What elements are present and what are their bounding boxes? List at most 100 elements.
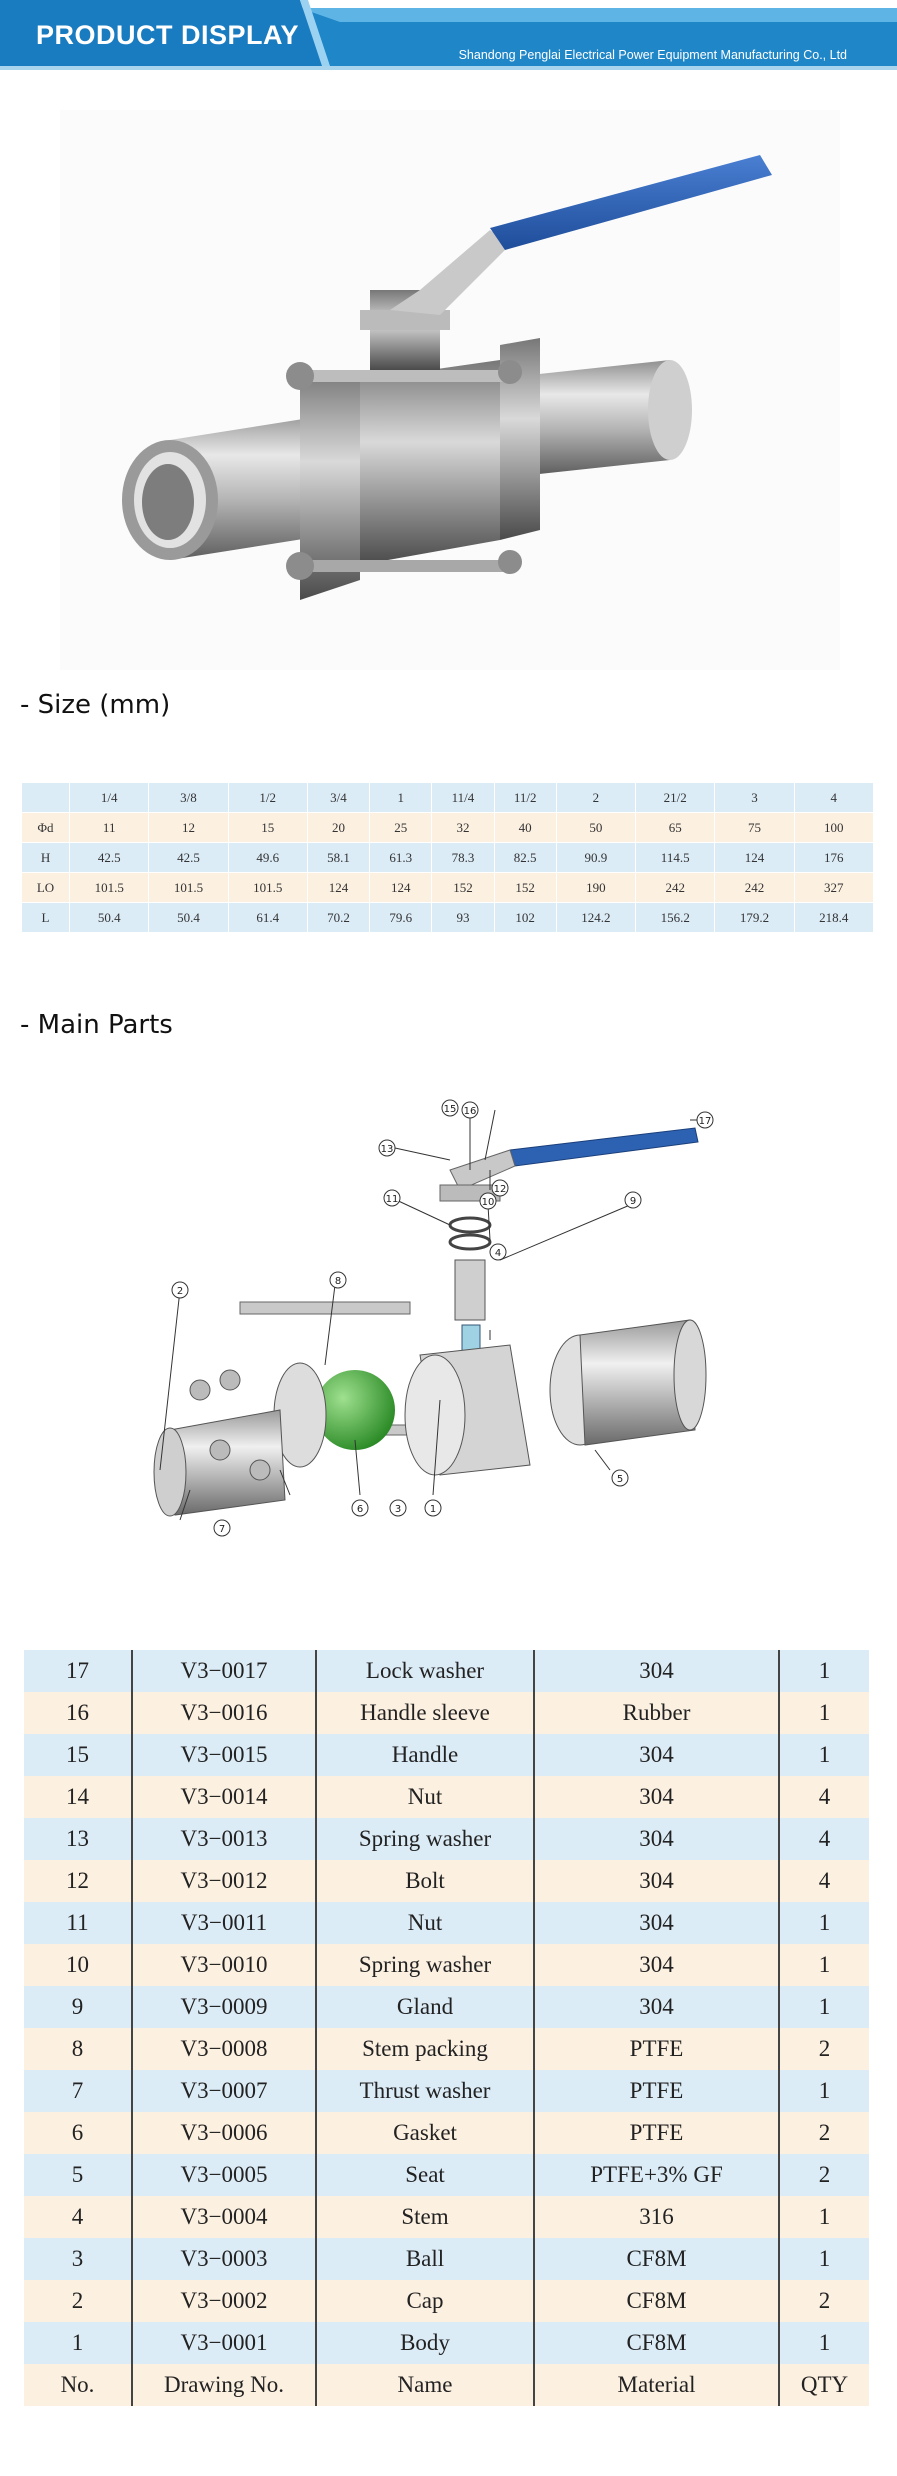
svg-text:7: 7 <box>219 1524 225 1535</box>
svg-text:15: 15 <box>444 1104 457 1115</box>
parts-table-cell: 304 <box>534 1818 780 1860</box>
size-table-cell: 11 <box>69 812 150 843</box>
parts-table-cell: 304 <box>534 1650 780 1692</box>
parts-table-cell: CF8M <box>534 2280 780 2322</box>
parts-table-cell: Seat <box>316 2154 535 2196</box>
size-table-cell: 124 <box>714 842 795 873</box>
size-table-cell: 50.4 <box>69 902 150 933</box>
parts-table-cell: 17 <box>24 1650 133 1692</box>
size-table-cell: 1/4 <box>69 782 150 813</box>
parts-table-cell: V3−0004 <box>132 2196 317 2238</box>
parts-table-cell: 7 <box>24 2070 133 2112</box>
size-table-cell: 242 <box>714 872 795 903</box>
parts-table-cell: 4 <box>779 1776 869 1818</box>
size-table-cell: 124 <box>306 872 371 903</box>
parts-table-cell: 1 <box>779 1650 869 1692</box>
svg-text:1: 1 <box>430 1504 436 1515</box>
parts-table-cell: V3−0005 <box>132 2154 317 2196</box>
callout-9: 9 <box>624 1191 642 1209</box>
svg-text:8: 8 <box>335 1276 341 1287</box>
parts-table-cell: 1 <box>779 2070 869 2112</box>
parts-table-cell: 304 <box>534 1860 780 1902</box>
size-table-cell: 12 <box>148 812 229 843</box>
parts-table-cell: PTFE <box>534 2112 780 2154</box>
size-table-cell: 1 <box>369 782 433 813</box>
svg-text:5: 5 <box>617 1474 623 1485</box>
parts-table-cell: V3−0006 <box>132 2112 317 2154</box>
size-table-cell: 152 <box>431 872 495 903</box>
parts-table-cell: Ball <box>316 2238 535 2280</box>
parts-table-cell: 1 <box>779 1734 869 1776</box>
banner-background <box>0 0 897 70</box>
size-table-cell: 61.3 <box>369 842 433 873</box>
parts-table-cell: 2 <box>779 2154 869 2196</box>
callout-12: 12 <box>491 1179 509 1197</box>
parts-table-cell: 1 <box>779 1944 869 1986</box>
size-table-cell: 42.5 <box>148 842 229 873</box>
size-table-cell: 101.5 <box>227 872 308 903</box>
parts-table-cell: 304 <box>534 1944 780 1986</box>
parts-table-cell: Cap <box>316 2280 535 2322</box>
parts-table-cell: V3−0016 <box>132 1692 317 1734</box>
parts-table-cell: 4 <box>779 1818 869 1860</box>
parts-table-header-cell: Material <box>534 2364 780 2406</box>
callout-10: 10 <box>479 1192 497 1210</box>
parts-table-cell: Gasket <box>316 2112 535 2154</box>
parts-table-cell: Spring washer <box>316 1944 535 1986</box>
parts-table-header-cell: QTY <box>779 2364 869 2406</box>
svg-text:6: 6 <box>357 1504 363 1515</box>
size-table-cell: 242 <box>635 872 716 903</box>
parts-table-cell: 1 <box>779 1902 869 1944</box>
parts-table-cell: 1 <box>779 2322 869 2364</box>
size-table-cell: 101.5 <box>69 872 150 903</box>
parts-table-cell: PTFE+3% GF <box>534 2154 780 2196</box>
svg-text:17: 17 <box>699 1116 712 1127</box>
parts-table-cell: 3 <box>24 2238 133 2280</box>
parts-table-cell: Bolt <box>316 1860 535 1902</box>
parts-table-cell: 304 <box>534 1902 780 1944</box>
callout-7: 7 <box>213 1519 231 1537</box>
size-table-cell: 190 <box>555 872 637 903</box>
parts-table-cell: 4 <box>779 1860 869 1902</box>
parts-table-cell: 9 <box>24 1986 133 2028</box>
parts-table-cell: 1 <box>24 2322 133 2364</box>
parts-table-cell: V3−0017 <box>132 1650 317 1692</box>
parts-table-cell: Body <box>316 2322 535 2364</box>
ball-valve-photo <box>60 110 840 670</box>
parts-table-cell: Nut <box>316 1902 535 1944</box>
parts-table-cell: 2 <box>779 2280 869 2322</box>
size-table-cell: 124 <box>369 872 433 903</box>
callout-11: 11 <box>383 1189 401 1207</box>
parts-table-cell: Stem packing <box>316 2028 535 2070</box>
size-table-cell: 75 <box>714 812 795 843</box>
parts-table-cell: 5 <box>24 2154 133 2196</box>
size-table-cell: 3 <box>714 782 795 813</box>
size-table-cell: 50.4 <box>148 902 229 933</box>
size-table-cell: 32 <box>431 812 495 843</box>
parts-table-cell: V3−0007 <box>132 2070 317 2112</box>
size-table-cell: 78.3 <box>431 842 495 873</box>
parts-table-header-cell: Name <box>316 2364 535 2406</box>
svg-text:13: 13 <box>381 1144 394 1155</box>
parts-table-cell: Spring washer <box>316 1818 535 1860</box>
callout-1: 1 <box>424 1499 442 1517</box>
size-table-cell: 114.5 <box>635 842 716 873</box>
parts-table-cell: 16 <box>24 1692 133 1734</box>
parts-table-cell: 1 <box>779 2196 869 2238</box>
size-table-cell: 11/2 <box>493 782 557 813</box>
size-table-cell <box>20 782 71 813</box>
callout-5: 5 <box>611 1469 629 1487</box>
size-table-cell: 50 <box>555 812 637 843</box>
parts-table-cell: 10 <box>24 1944 133 1986</box>
